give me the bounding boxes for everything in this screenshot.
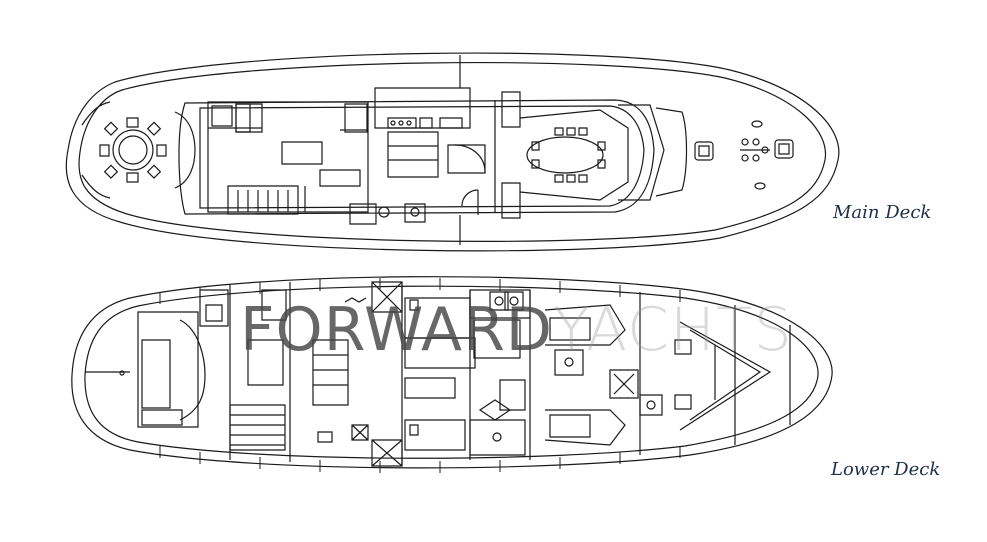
aft-round-table xyxy=(100,118,166,182)
watermark: FORWARDYACHTS xyxy=(240,300,793,360)
watermark-light-text: YACHTS xyxy=(552,295,793,365)
main-deck-label: Main Deck xyxy=(833,202,932,223)
lower-deck-plan xyxy=(72,277,832,473)
watermark-bold-text: FORWARD xyxy=(240,295,553,365)
forepeak-cabin xyxy=(680,322,770,430)
wheelhouse-table xyxy=(527,137,603,173)
forward-hatch-2 xyxy=(775,140,793,158)
main-deck-hull xyxy=(66,53,839,251)
lower-deck-label: Lower Deck xyxy=(831,459,941,480)
lower-deck-hull xyxy=(72,277,832,468)
main-deck-plan xyxy=(66,53,839,251)
crossed-box-2 xyxy=(372,440,402,466)
forward-hatch-1 xyxy=(695,142,713,160)
